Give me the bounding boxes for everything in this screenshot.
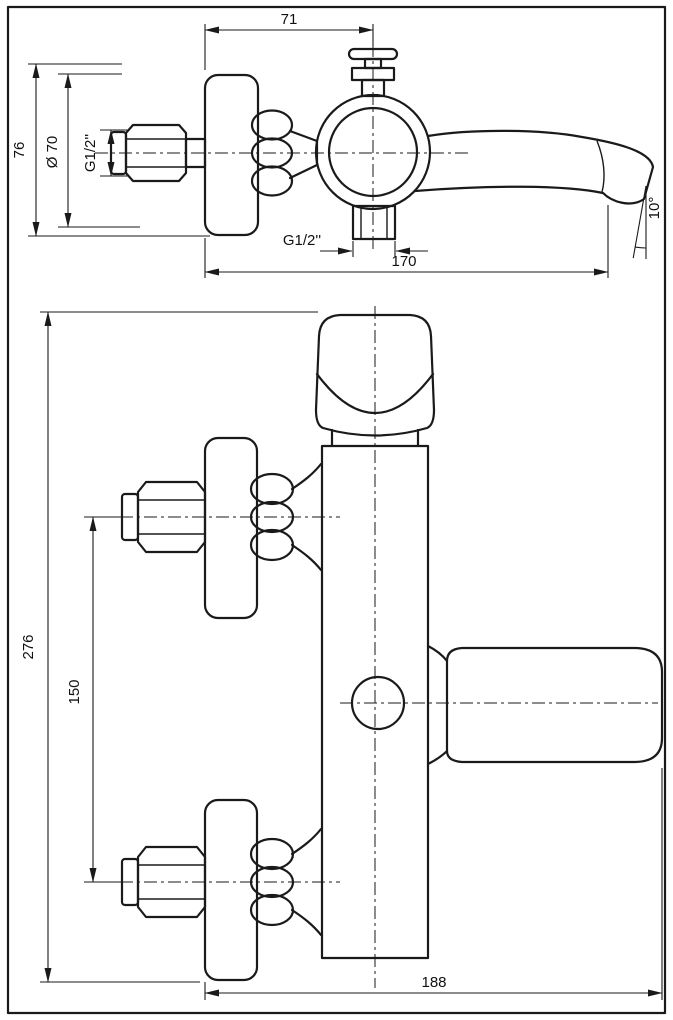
inlet-neck: [184, 137, 207, 169]
spout-outline: [413, 129, 655, 205]
spout-flare-crease: [596, 140, 605, 193]
wall-plate-top: [203, 436, 259, 620]
dim-276: 276: [20, 311, 318, 983]
front-view: 276 150 188: [20, 306, 664, 1000]
dim-g12-outlet: G1/2'': [283, 232, 428, 257]
dim-150: 150: [66, 516, 122, 883]
dim-150-label: 150: [66, 679, 83, 704]
inlet-fitting-side: [109, 123, 207, 183]
dim-dia70-label: Ø 70: [44, 136, 61, 169]
dim-71-label: 71: [281, 11, 298, 28]
dim-188-label: 188: [421, 974, 446, 991]
body-cap-circle: [350, 675, 406, 731]
body-inner-circle: [327, 106, 419, 198]
lever-grip: [445, 646, 664, 764]
wall-plate-side: [203, 73, 260, 237]
handle-outline: [314, 313, 436, 437]
dim-dia70: Ø 70: [44, 73, 140, 228]
shower-outlet: [351, 204, 397, 241]
mixer-body-front: [320, 444, 430, 960]
spout: [413, 129, 655, 205]
inlet-connection-bottom: [120, 827, 323, 937]
dim-g12-inlet-label: G1/2'': [82, 134, 99, 172]
dim-angle-label: 10°: [646, 197, 663, 220]
mixer-handle-front: [314, 313, 436, 448]
dim-g12-outlet-label: G1/2'': [283, 232, 321, 249]
dim-170-label: 170: [391, 253, 416, 270]
top-view-centerlines: [95, 44, 470, 252]
dim-170: 170: [204, 205, 609, 278]
wall-plate-bottom: [203, 798, 259, 982]
dim-76-label: 76: [11, 142, 28, 159]
front-view-centerlines: [120, 306, 658, 988]
diverter-knob: [347, 47, 399, 98]
inlet-hex-nut: [124, 123, 188, 183]
inlet-hex-bottom: [136, 845, 207, 919]
dim-76: 76: [11, 63, 210, 237]
drawing-border: [6, 5, 667, 1015]
dim-angle-10: 10°: [632, 185, 663, 259]
dim-276-label: 276: [20, 634, 37, 659]
rosette-side: [250, 109, 319, 197]
dim-71: 71: [204, 11, 374, 70]
handle-inner-arc: [315, 372, 435, 414]
top-view: 71 76 Ø 70 G1/2'' G1/: [11, 11, 663, 278]
rosette-body-connector: [288, 129, 319, 180]
inlet-hex-top: [136, 480, 207, 554]
dim-188: 188: [204, 768, 663, 1000]
dim-g12-inlet: G1/2'': [82, 129, 128, 177]
inlet-connection-top: [120, 462, 323, 572]
side-lever-handle: [426, 644, 664, 766]
